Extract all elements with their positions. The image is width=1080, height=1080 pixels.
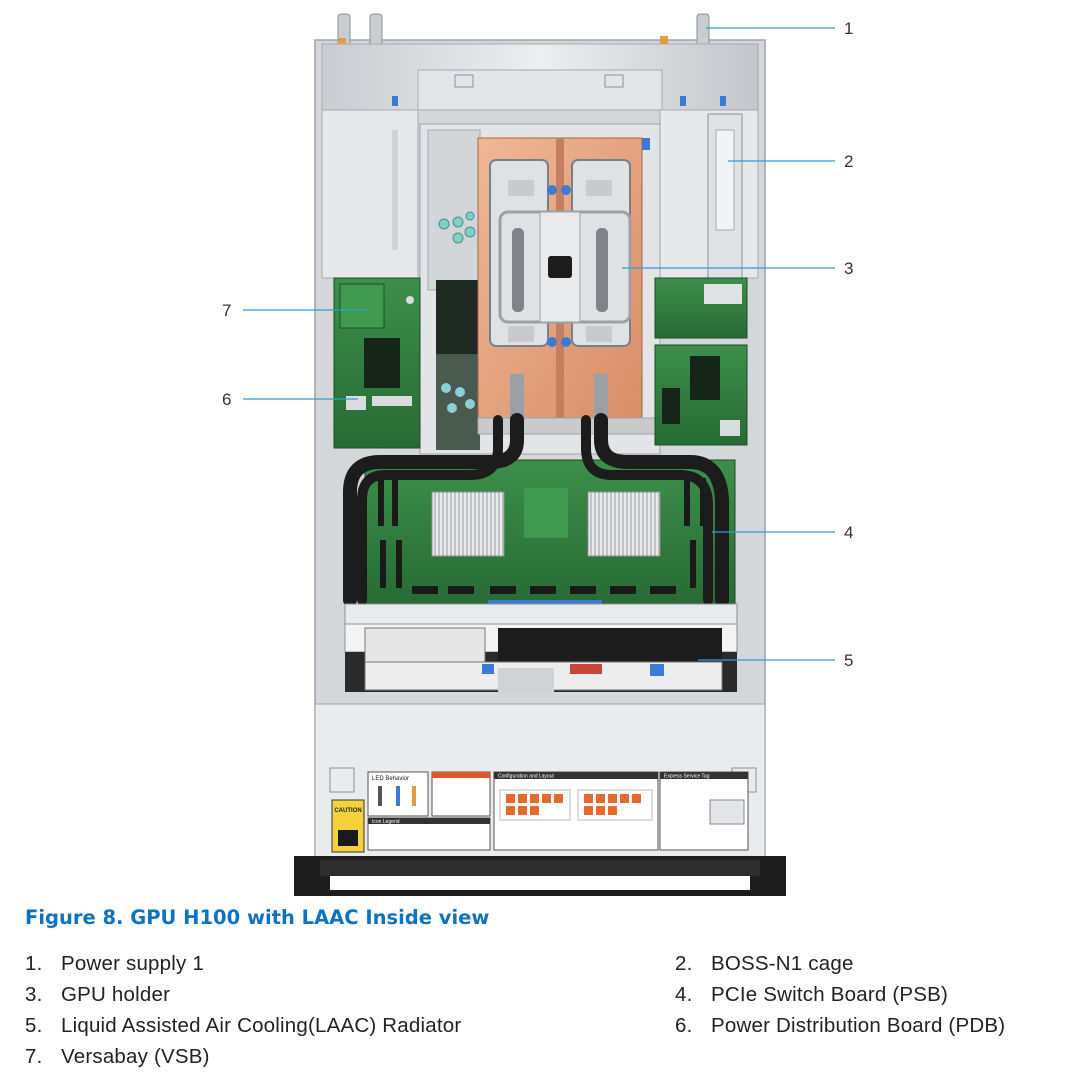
express-service-title: Express Service Tag bbox=[664, 774, 710, 780]
chassis-base bbox=[294, 856, 786, 896]
gpu-holder bbox=[477, 137, 659, 435]
front-panel: CAUTION LED Behavior Icon Legend Configu… bbox=[314, 703, 766, 861]
legend-number: 5. bbox=[25, 1014, 43, 1037]
callouts bbox=[243, 27, 835, 661]
legend-item-boss-cage: 2. BOSS-N1 cage bbox=[675, 952, 854, 976]
callout-number-6: 6 bbox=[222, 390, 231, 409]
legend-number: 7. bbox=[25, 1045, 43, 1068]
legend-label: Power Distribution Board (PDB) bbox=[711, 1014, 1006, 1037]
legend-label: Liquid Assisted Air Cooling(LAAC) Radiat… bbox=[61, 1014, 462, 1037]
right-boards bbox=[654, 277, 748, 446]
legend-item-power-supply: 1. Power supply 1 bbox=[25, 952, 204, 976]
legend-label: PCIe Switch Board (PSB) bbox=[711, 983, 949, 1006]
legend-item-pdb: 6. Power Distribution Board (PDB) bbox=[675, 1014, 1005, 1038]
legend-label: Power supply 1 bbox=[61, 952, 204, 975]
legend-item-gpu-holder: 3. GPU holder bbox=[25, 983, 170, 1007]
legend-number: 1. bbox=[25, 952, 43, 975]
icon-legend-panel: Icon Legend bbox=[367, 817, 491, 851]
legend-label: Versabay (VSB) bbox=[61, 1045, 210, 1068]
caution-text: CAUTION bbox=[334, 808, 361, 814]
express-service-tag-panel: Express Service Tag bbox=[659, 771, 749, 851]
led-behavior-panel: LED Behavior bbox=[367, 771, 429, 817]
coolant-tubes bbox=[343, 413, 729, 607]
callout-number-2: 2 bbox=[844, 152, 853, 171]
legend-item-laac-radiator: 5. Liquid Assisted Air Cooling(LAAC) Radi… bbox=[25, 1014, 461, 1038]
legend-number: 6. bbox=[675, 1014, 693, 1037]
icon-legend-title: Icon Legend bbox=[372, 819, 400, 825]
legend-label: BOSS-N1 cage bbox=[711, 952, 854, 975]
callout-number-3: 3 bbox=[844, 259, 853, 278]
configuration-title: Configuration and Layout bbox=[498, 774, 554, 780]
legend-number: 2. bbox=[675, 952, 693, 975]
power-supply-bay bbox=[321, 109, 419, 279]
pcie-switch-board bbox=[364, 459, 736, 606]
legend-number: 3. bbox=[25, 983, 43, 1006]
callout-number-7: 7 bbox=[222, 301, 231, 320]
legend-label: GPU holder bbox=[61, 983, 171, 1006]
callout-number-1: 1 bbox=[844, 19, 853, 38]
versabay-board bbox=[333, 277, 421, 449]
legend-item-versabay: 7. Versabay (VSB) bbox=[25, 1045, 210, 1069]
legend-item-pcie-switch: 4. PCIe Switch Board (PSB) bbox=[675, 983, 948, 1007]
server-inside-view-diagram: CAUTION LED Behavior Icon Legend Configu… bbox=[222, 13, 853, 896]
boss-n1-cage bbox=[659, 109, 759, 285]
configuration-panel: Configuration and Layout bbox=[493, 771, 659, 851]
laac-radiator bbox=[344, 603, 738, 694]
figure-title: Figure 8. GPU H100 with LAAC Inside view bbox=[25, 906, 490, 929]
legend-number: 4. bbox=[675, 983, 693, 1006]
callout-number-5: 5 bbox=[844, 651, 853, 670]
callout-number-4: 4 bbox=[844, 523, 853, 542]
led-behavior-title: LED Behavior bbox=[372, 776, 409, 782]
caution-label: CAUTION bbox=[331, 799, 365, 853]
